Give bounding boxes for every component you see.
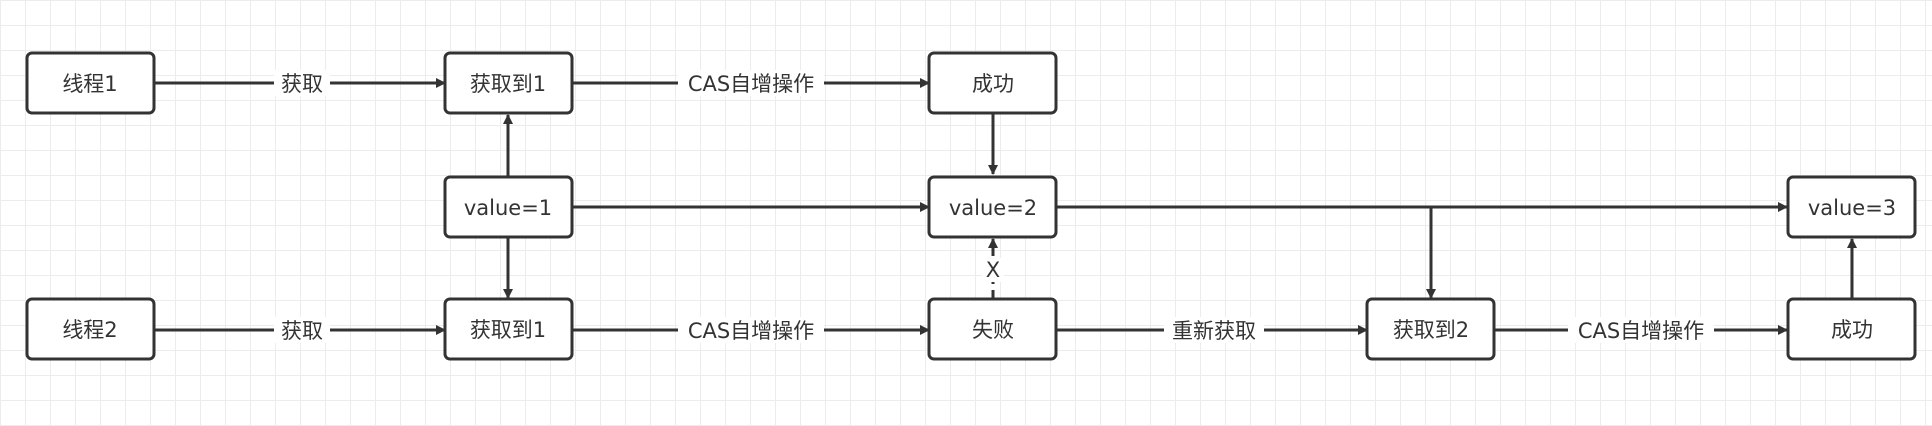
node-thread2: 线程2 <box>25 297 156 361</box>
node-value3: value=3 <box>1786 175 1917 239</box>
node-t2-fail: 失败 <box>927 297 1058 361</box>
node-t2-success: 成功 <box>1786 297 1917 361</box>
svg-text:成功: 成功 <box>972 72 1014 96</box>
svg-text:重新获取: 重新获取 <box>1172 319 1256 343</box>
svg-text:失败: 失败 <box>972 318 1014 342</box>
svg-text:获取到2: 获取到2 <box>1393 318 1469 342</box>
node-value2: value=2 <box>927 175 1058 239</box>
svg-text:线程1: 线程1 <box>62 72 117 96</box>
edge-label-fetch-2: 获取 <box>274 317 330 343</box>
svg-text:获取: 获取 <box>281 72 323 96</box>
node-t2-get1: 获取到1 <box>443 297 574 361</box>
edge-label-cas-2: CAS自增操作 <box>678 317 824 343</box>
node-t1-success: 成功 <box>927 51 1058 115</box>
edge-label-refetch: 重新获取 <box>1164 317 1264 343</box>
svg-text:获取到1: 获取到1 <box>470 318 546 342</box>
node-t1-get1: 获取到1 <box>443 51 574 115</box>
svg-text:获取到1: 获取到1 <box>470 72 546 96</box>
svg-text:CAS自增操作: CAS自增操作 <box>688 72 814 96</box>
svg-text:value=1: value=1 <box>464 196 552 220</box>
svg-text:线程2: 线程2 <box>62 318 117 342</box>
svg-text:value=3: value=3 <box>1808 196 1896 220</box>
svg-text:CAS自增操作: CAS自增操作 <box>688 319 814 343</box>
svg-text:CAS自增操作: CAS自增操作 <box>1578 319 1704 343</box>
svg-text:X: X <box>986 258 1000 282</box>
edge-label-fetch-1: 获取 <box>274 70 330 96</box>
node-value1: value=1 <box>443 175 574 239</box>
edge-label-cas-1: CAS自增操作 <box>678 70 824 96</box>
edge-label-blocked: X <box>982 258 1004 282</box>
svg-text:获取: 获取 <box>281 319 323 343</box>
svg-text:value=2: value=2 <box>949 196 1037 220</box>
node-t2-get2: 获取到2 <box>1365 297 1496 361</box>
node-thread1: 线程1 <box>25 51 156 115</box>
edge-label-cas-3: CAS自增操作 <box>1568 317 1714 343</box>
svg-text:成功: 成功 <box>1831 318 1873 342</box>
